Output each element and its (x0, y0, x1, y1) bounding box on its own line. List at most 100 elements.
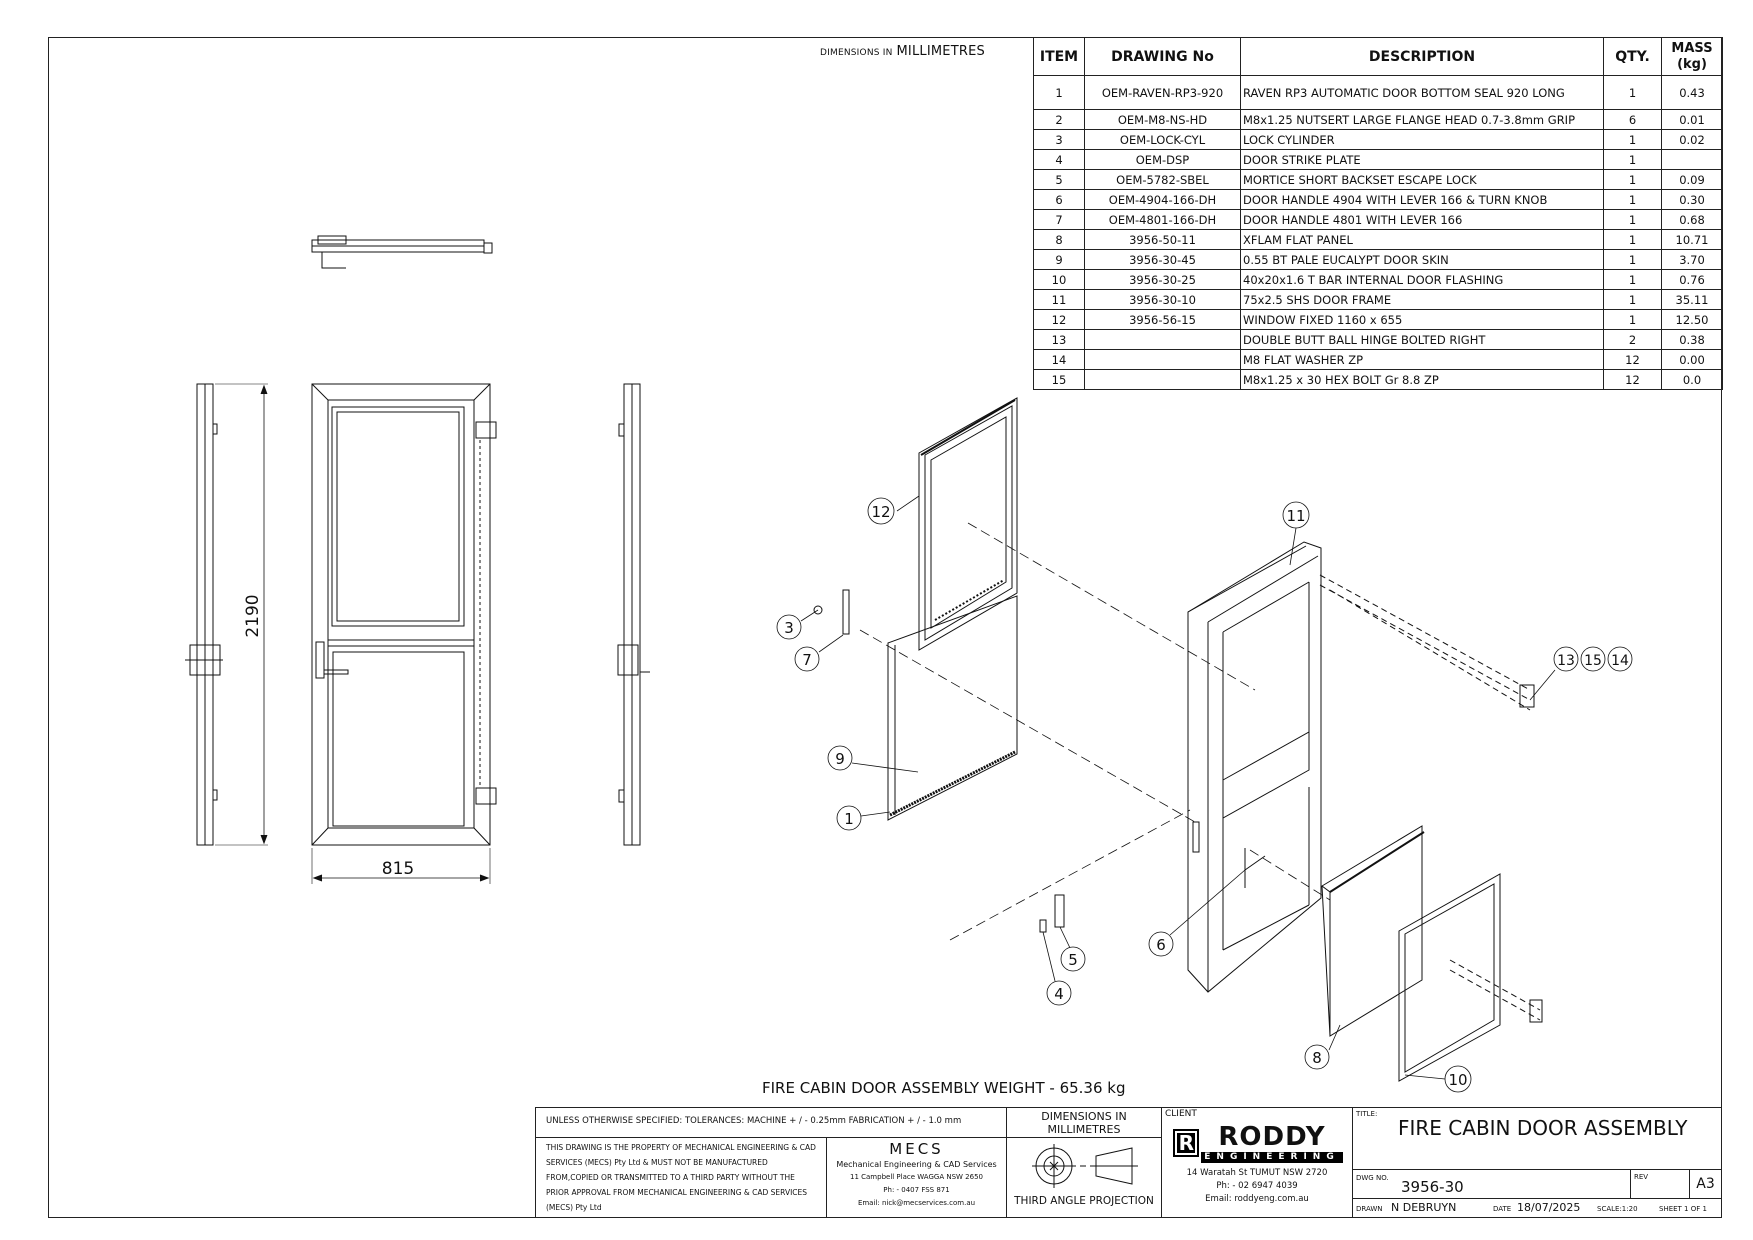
balloon-11: 11 (1286, 507, 1305, 525)
bom-mass (1661, 149, 1723, 170)
bom-mass: 3.70 (1661, 249, 1723, 270)
assembly-weight: FIRE CABIN DOOR ASSEMBLY WEIGHT - 65.36 … (762, 1079, 1126, 1097)
bom-qty: 1 (1603, 269, 1662, 290)
item-balloons: 12 11 3 7 13 15 14 9 1 6 5 4 8 10 (776, 495, 1633, 1093)
bom-qty: 12 (1603, 349, 1662, 370)
bom-description: 40x20x1.6 T BAR INTERNAL DOOR FLASHING (1240, 269, 1604, 290)
projection-block: THIRD ANGLE PROJECTION (1006, 1137, 1162, 1218)
bom-item: 6 (1033, 189, 1085, 210)
date-label: DATE (1493, 1205, 1512, 1213)
bom-item: 7 (1033, 209, 1085, 230)
client-label: CLIENT (1165, 1109, 1197, 1119)
bom-drawing-no (1084, 329, 1241, 350)
bom-qty: 1 (1603, 129, 1662, 150)
bom-mass: 0.00 (1661, 349, 1723, 370)
mecs-name: Mechanical Engineering & CAD Services (836, 1160, 997, 1169)
bom-drawing-no (1084, 369, 1241, 390)
bom-item: 1 (1033, 75, 1085, 110)
left-side-view (185, 383, 268, 846)
bom-qty: 1 (1603, 75, 1662, 110)
bom-description: WINDOW FIXED 1160 x 655 (1240, 309, 1604, 330)
bom-item: 3 (1033, 129, 1085, 150)
bom-mass: 10.71 (1661, 229, 1723, 250)
bom-drawing-no: OEM-4904-166-DH (1084, 189, 1241, 210)
bom-description: RAVEN RP3 AUTOMATIC DOOR BOTTOM SEAL 920… (1240, 75, 1604, 110)
bom-item: 15 (1033, 369, 1085, 390)
mecs-logo: MECS (889, 1140, 944, 1158)
bom-description: M8x1.25 NUTSERT LARGE FLANGE HEAD 0.7-3.… (1240, 109, 1604, 130)
dwg-no: 3956-30 (1401, 1178, 1464, 1196)
header-description: DESCRIPTION (1240, 37, 1604, 76)
dwg-no-label: DWG NO. (1356, 1174, 1389, 1182)
bom-description: DOOR STRIKE PLATE (1240, 149, 1604, 170)
property-notice: THIS DRAWING IS THE PROPERTY OF MECHANIC… (535, 1137, 827, 1218)
bom-drawing-no: 3956-30-10 (1084, 289, 1241, 310)
header-item: ITEM (1033, 37, 1085, 76)
client-phone: Ph: - 02 6947 4039 (1216, 1181, 1298, 1191)
drawn-label: DRAWN (1356, 1205, 1383, 1213)
tolerances-note: UNLESS OTHERWISE SPECIFIED: TOLERANCES: … (535, 1107, 1007, 1138)
bom-mass: 35.11 (1661, 289, 1723, 310)
bom-drawing-no: OEM-RAVEN-RP3-920 (1084, 75, 1241, 110)
bom-mass: 12.50 (1661, 309, 1723, 330)
balloon-15: 15 (1584, 653, 1602, 669)
client-email: Email: roddyeng.com.au (1205, 1194, 1309, 1204)
bom-mass: 0.76 (1661, 269, 1723, 290)
bom-description: LOCK CYLINDER (1240, 129, 1604, 150)
sheet-size: A3 (1689, 1169, 1722, 1199)
sheet-number: SHEET 1 OF 1 (1659, 1205, 1707, 1213)
balloon-12: 12 (871, 503, 890, 521)
bom-description: DOUBLE BUTT BALL HINGE BOLTED RIGHT (1240, 329, 1604, 350)
bom-description: MORTICE SHORT BACKSET ESCAPE LOCK (1240, 169, 1604, 190)
bom-qty: 1 (1603, 229, 1662, 250)
title-cell: TITLE: FIRE CABIN DOOR ASSEMBLY (1352, 1107, 1722, 1170)
roddy-logo-mark-icon: R (1173, 1128, 1200, 1157)
roddy-engineering-logo: R RODDY ENGINEERING (1166, 1122, 1350, 1163)
bom-mass: 0.38 (1661, 329, 1723, 350)
bom-qty: 1 (1603, 189, 1662, 210)
balloon-14: 14 (1611, 653, 1629, 669)
bom-drawing-no (1084, 349, 1241, 370)
bom-item: 4 (1033, 149, 1085, 170)
right-side-view (617, 383, 650, 846)
title-label: TITLE: (1356, 1110, 1378, 1118)
balloon-4: 4 (1054, 985, 1064, 1003)
header-qty: QTY. (1603, 37, 1662, 76)
bom-mass: 0.0 (1661, 369, 1723, 390)
bom-qty: 12 (1603, 369, 1662, 390)
balloon-6: 6 (1156, 936, 1166, 954)
client-logo-word: RODDY (1218, 1122, 1326, 1152)
mecs-phone: Ph: - 0407 FSS 871 (883, 1186, 950, 1194)
bom-item: 11 (1033, 289, 1085, 310)
balloon-13: 13 (1557, 653, 1575, 669)
bom-qty: 2 (1603, 329, 1662, 350)
bom-mass: 0.02 (1661, 129, 1723, 150)
client-logo-sub: ENGINEERING (1201, 1152, 1343, 1163)
balloon-7: 7 (802, 651, 812, 669)
bom-qty: 1 (1603, 209, 1662, 230)
dimensions-note-unit: MILLIMETRES (896, 44, 985, 59)
drawn-by: N DEBRUYN (1391, 1201, 1457, 1214)
bom-item: 8 (1033, 229, 1085, 250)
bom-header: ITEM DRAWING No DESCRIPTION QTY. MASS (k… (1033, 37, 1723, 76)
bom-description: DOOR HANDLE 4801 WITH LEVER 166 (1240, 209, 1604, 230)
rev-label: REV (1634, 1173, 1649, 1181)
bom-item: 14 (1033, 349, 1085, 370)
third-angle-projection-icon (1032, 1144, 1138, 1188)
dimensions-note-prefix: DIMENSIONS IN (820, 48, 893, 58)
bom-drawing-no: 3956-56-15 (1084, 309, 1241, 330)
bom-qty: 1 (1603, 309, 1662, 330)
bom-mass: 0.43 (1661, 75, 1723, 110)
bom-item: 2 (1033, 109, 1085, 130)
bom-description: 75x2.5 SHS DOOR FRAME (1240, 289, 1604, 310)
